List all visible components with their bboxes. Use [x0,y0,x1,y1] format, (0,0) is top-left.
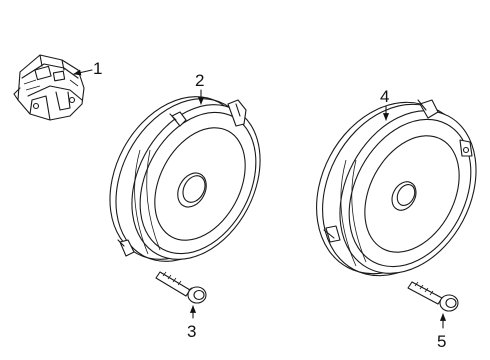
callout-label-1: 1 [93,59,102,78]
callout-5: 5 [437,313,446,351]
callout-2: 2 [195,71,204,105]
callout-label-4: 4 [380,87,389,106]
amplifier-bracket[interactable] [13,54,85,121]
callout-label-2: 2 [195,71,204,90]
rear-speaker[interactable] [288,77,490,302]
callout-4: 4 [380,87,389,121]
screw-5[interactable] [407,281,459,312]
front-speaker[interactable] [83,73,286,285]
callout-1: 1 [73,59,102,78]
callout-label-3: 3 [187,322,196,341]
screw-3[interactable] [155,271,207,304]
callout-label-5: 5 [437,332,446,351]
callout-3: 3 [187,305,196,341]
